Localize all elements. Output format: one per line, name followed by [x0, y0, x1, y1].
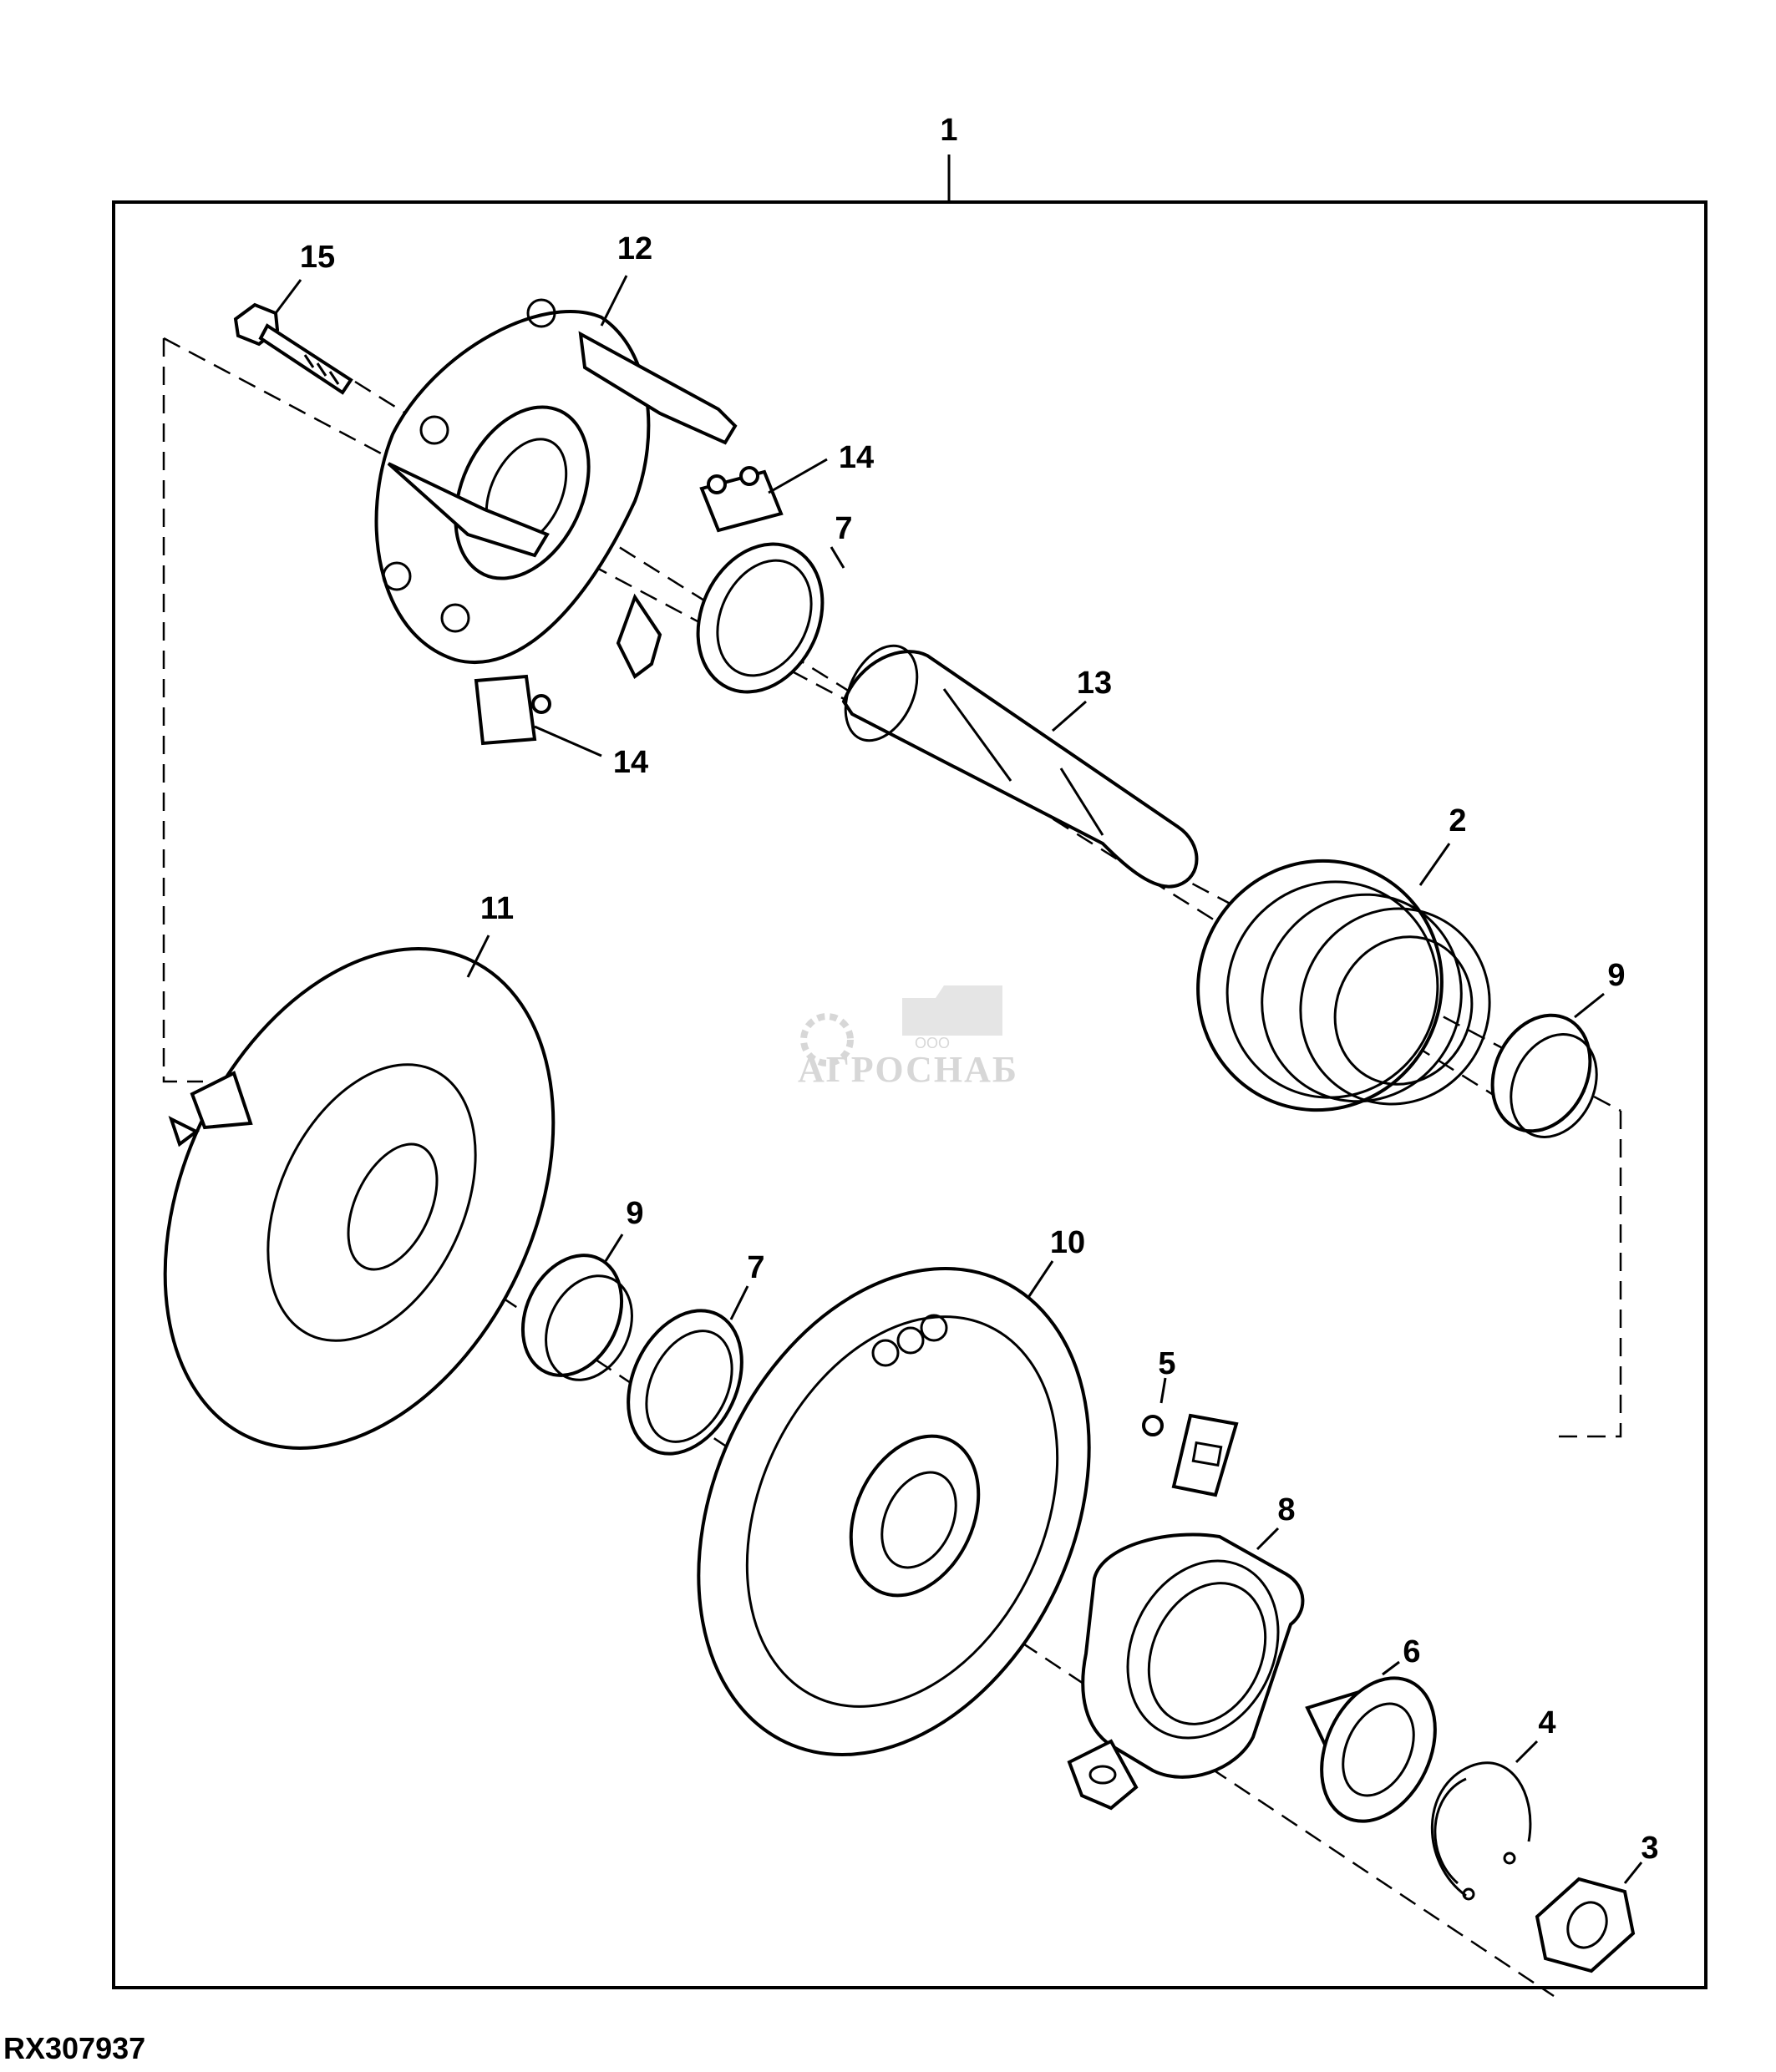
leader-line-14a — [768, 458, 828, 494]
part-3-nut — [1535, 1877, 1636, 1973]
leader-line-8 — [1256, 1527, 1280, 1551]
callout-14-top: 14 — [839, 440, 874, 475]
leader-line-6 — [1382, 1660, 1400, 1676]
callout-4: 4 — [1538, 1705, 1555, 1740]
part-14-wear-pad-top — [699, 466, 784, 533]
leader-line-13 — [1052, 700, 1087, 732]
leader-line-3 — [1623, 1862, 1643, 1884]
part-5-bracket — [1142, 1413, 1239, 1497]
callout-5: 5 — [1158, 1346, 1175, 1381]
part-10-hub-plate — [697, 1267, 1091, 1756]
callout-13: 13 — [1077, 666, 1112, 701]
callout-11: 11 — [480, 891, 514, 926]
callout-8: 8 — [1277, 1492, 1295, 1527]
assembly-dashed-return — [1554, 1111, 1622, 1438]
part-15-bolt — [233, 302, 353, 395]
part-7-seal-top — [696, 542, 825, 694]
leader-line-5 — [1159, 1377, 1167, 1404]
assembly-dashed-path — [162, 338, 203, 1083]
leader-line-7b — [729, 1285, 749, 1320]
part-12-carrier-plate — [374, 298, 738, 680]
part-14-wear-pad-bottom — [474, 674, 551, 746]
callout-7-lower: 7 — [747, 1250, 764, 1285]
callout-1: 1 — [940, 113, 957, 148]
watermark-brand: АГРОСНАБ — [798, 1049, 1018, 1090]
assembly-frame — [112, 200, 1707, 1989]
part-6-bearing — [1305, 1676, 1437, 1823]
callout-7-top: 7 — [835, 511, 852, 546]
leader-line-12 — [600, 275, 628, 327]
leader-line-10 — [1026, 1260, 1054, 1299]
leader-line-2 — [1418, 843, 1451, 886]
callout-15: 15 — [300, 240, 335, 275]
leader-line-11 — [466, 935, 490, 978]
watermark-prefix: ООО — [915, 1035, 950, 1051]
watermark: ООО АГРОСНАБ — [798, 985, 1018, 1090]
leader-line-14b — [534, 725, 602, 757]
part-4-snap-ring — [1430, 1761, 1532, 1901]
figure-code: RX307937 — [3, 2031, 145, 2065]
callout-9-left: 9 — [626, 1196, 643, 1231]
part-11-rotor-disc — [163, 947, 556, 1450]
callout-9-right: 9 — [1607, 958, 1625, 993]
part-13-spindle — [841, 644, 1199, 889]
leader-line-9a — [1574, 992, 1605, 1019]
callout-10: 10 — [1050, 1225, 1085, 1260]
callout-3: 3 — [1641, 1831, 1658, 1866]
leader-line-7a — [830, 546, 845, 569]
leader-line-4 — [1515, 1740, 1539, 1764]
leader-line-15 — [274, 279, 302, 314]
callout-6: 6 — [1403, 1634, 1420, 1669]
callout-2: 2 — [1449, 803, 1466, 838]
part-7-seal-lower — [627, 1309, 743, 1456]
part-9-bushing-left — [520, 1254, 633, 1381]
leader-line-9b — [604, 1234, 624, 1262]
part-9-bushing-right — [1490, 1013, 1598, 1138]
callout-14-bottom: 14 — [613, 745, 648, 780]
part-2-spring — [1196, 859, 1491, 1112]
part-8-bearing-housing — [1067, 1532, 1305, 1811]
callout-12: 12 — [617, 231, 652, 266]
